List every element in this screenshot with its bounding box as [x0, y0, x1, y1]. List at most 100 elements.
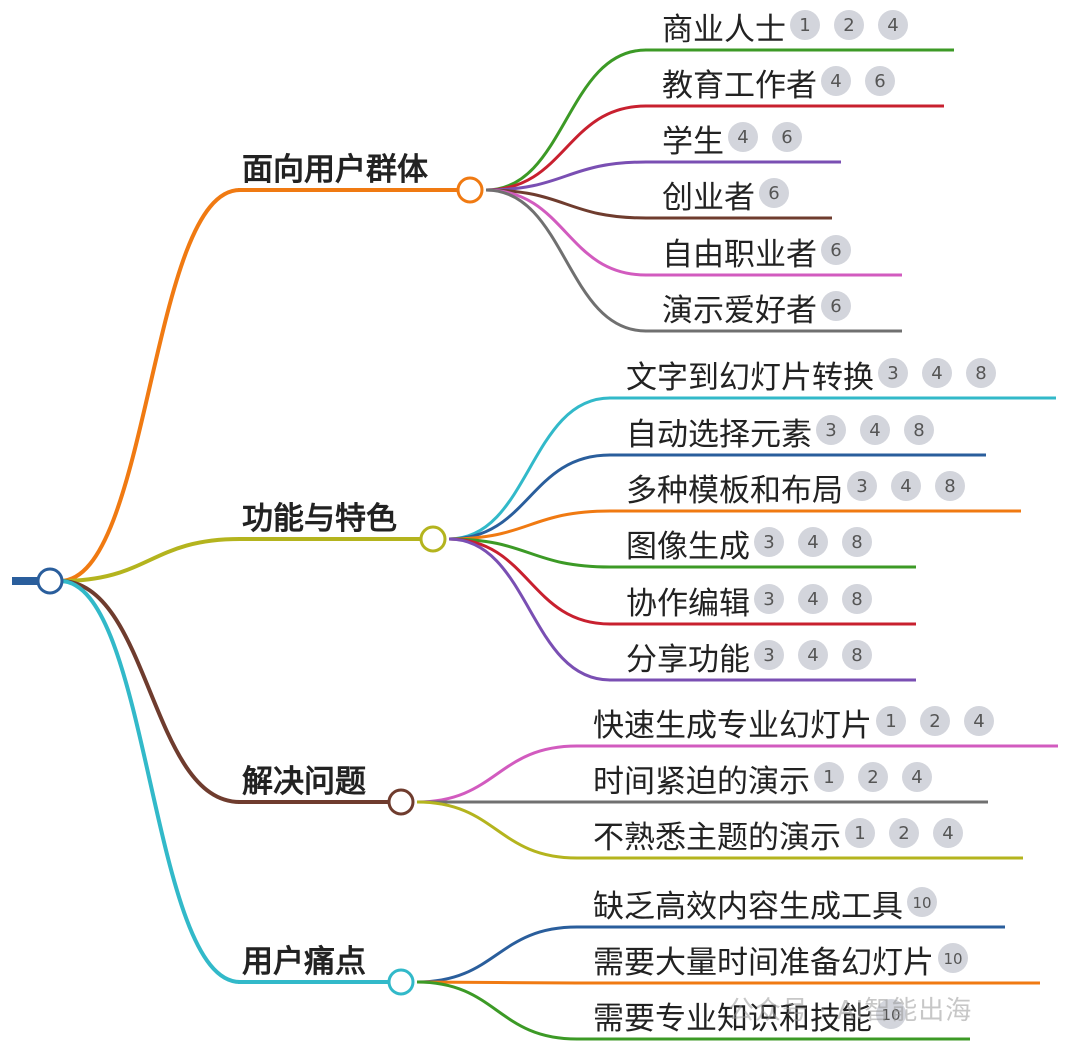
- reference-badge-number: 1: [885, 711, 896, 732]
- child-label: 需要大量时间准备幻灯片: [593, 945, 934, 981]
- child-connector: [448, 396, 611, 541]
- branch-label: 解决问题: [242, 764, 366, 800]
- branch-label: 功能与特色: [242, 501, 397, 537]
- reference-badge: [834, 10, 864, 40]
- reference-badge-number: 3: [763, 645, 774, 666]
- reference-badge: [878, 358, 908, 388]
- reference-badge: [907, 887, 937, 917]
- child-connector: [485, 104, 647, 192]
- reference-badge-number: 4: [973, 711, 984, 732]
- reference-badge: [847, 471, 877, 501]
- reference-badge-number: 2: [898, 823, 909, 844]
- reference-badge: [842, 584, 872, 614]
- reference-badge-number: 2: [929, 711, 940, 732]
- reference-badge: [814, 762, 844, 792]
- branch-node: [387, 788, 415, 816]
- reference-badge: [754, 640, 784, 670]
- reference-badge-number: 3: [825, 420, 836, 441]
- reference-badge: [904, 415, 934, 445]
- reference-badge: [842, 527, 872, 557]
- reference-badge-number: 10: [912, 894, 931, 912]
- reference-badge-number: 4: [931, 363, 942, 384]
- child-label: 自由职业者: [662, 237, 817, 273]
- reference-badge-number: 6: [830, 296, 841, 317]
- reference-badge: [922, 358, 952, 388]
- reference-badge: [754, 527, 784, 557]
- reference-badge: [759, 178, 789, 208]
- root-stub: [12, 577, 38, 585]
- reference-badge-number: 4: [911, 767, 922, 788]
- reference-badge-number: 8: [975, 363, 986, 384]
- branch-label: 面向用户群体: [242, 152, 428, 188]
- reference-badge: [860, 415, 890, 445]
- reference-badge-number: 4: [807, 645, 818, 666]
- reference-badge-number: 3: [763, 532, 774, 553]
- reference-badge-number: 2: [867, 767, 878, 788]
- reference-badge-number: 3: [763, 589, 774, 610]
- reference-badge: [878, 10, 908, 40]
- reference-badge-number: 8: [944, 476, 955, 497]
- reference-badge-number: 6: [781, 127, 792, 148]
- reference-badge-number: 4: [887, 15, 898, 36]
- child-connector: [448, 537, 611, 569]
- reference-badge: [728, 122, 758, 152]
- child-label: 多种模板和布局: [626, 473, 843, 509]
- reference-badge-number: 1: [799, 15, 810, 36]
- reference-badge-number: 8: [851, 589, 862, 610]
- child-label: 教育工作者: [662, 68, 817, 104]
- branch-connector: [59, 537, 241, 583]
- child-label: 自动选择元素: [626, 417, 812, 453]
- reference-badge: [966, 358, 996, 388]
- reference-badge-number: 10: [881, 1006, 900, 1024]
- reference-badge-number: 4: [869, 420, 880, 441]
- reference-badge: [816, 415, 846, 445]
- child-connector: [416, 980, 578, 985]
- child-label: 缺乏高效内容生成工具: [593, 889, 903, 925]
- reference-badge-number: 4: [737, 127, 748, 148]
- child-connector: [448, 453, 611, 541]
- branch-label: 用户痛点: [242, 944, 366, 980]
- reference-badge: [876, 706, 906, 736]
- reference-badge: [891, 471, 921, 501]
- branch-node: [419, 525, 447, 553]
- reference-badge-number: 6: [874, 71, 885, 92]
- reference-badge-number: 3: [856, 476, 867, 497]
- reference-badge: [935, 471, 965, 501]
- reference-badge: [754, 584, 784, 614]
- child-connector: [416, 925, 578, 984]
- reference-badge: [933, 818, 963, 848]
- child-label: 文字到幻灯片转换: [626, 360, 874, 396]
- child-connector: [416, 800, 578, 860]
- child-connector: [416, 744, 578, 804]
- reference-badge: [798, 640, 828, 670]
- reference-badge: [821, 66, 851, 96]
- reference-badge: [821, 235, 851, 265]
- child-label: 快速生成专业幻灯片: [593, 708, 872, 744]
- reference-badge: [876, 999, 906, 1029]
- branch-connector: [59, 579, 241, 984]
- child-label: 时间紧迫的演示: [593, 764, 810, 800]
- child-connector: [485, 188, 647, 277]
- reference-badge: [865, 66, 895, 96]
- branch-node: [456, 176, 484, 204]
- branch-connector: [59, 188, 241, 583]
- reference-badge-number: 6: [830, 240, 841, 261]
- child-label: 演示爱好者: [662, 293, 817, 329]
- reference-badge-number: 4: [807, 589, 818, 610]
- child-connector: [485, 160, 647, 192]
- reference-badge: [790, 10, 820, 40]
- reference-badge: [798, 584, 828, 614]
- watermark: 公众号 · AI智能出海: [728, 996, 973, 1026]
- reference-badge: [845, 818, 875, 848]
- child-connector: [448, 537, 611, 626]
- child-label: 商业人士: [662, 12, 786, 48]
- reference-badge-number: 8: [851, 532, 862, 553]
- child-connector: [448, 537, 611, 682]
- reference-badge-number: 2: [843, 15, 854, 36]
- child-connector: [448, 509, 611, 541]
- child-label: 学生: [662, 124, 724, 160]
- reference-badge: [920, 706, 950, 736]
- reference-badge: [821, 291, 851, 321]
